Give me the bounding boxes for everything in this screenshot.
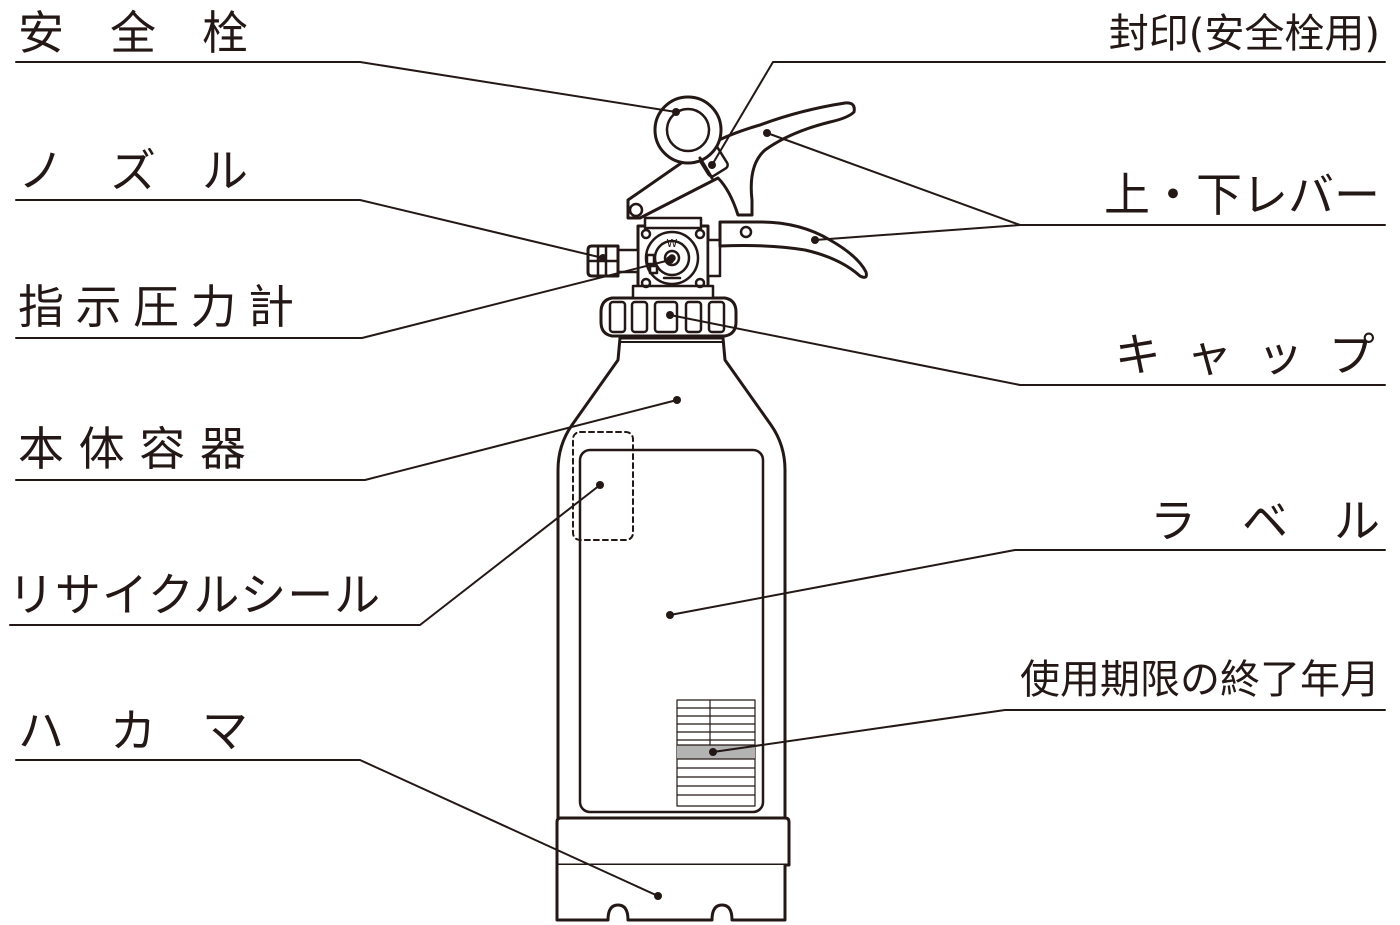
leader-label [669,549,1386,616]
upper-lever [626,101,856,220]
label-cap: キャップ [1114,328,1400,382]
leader-body [15,399,678,481]
label-nozzle: ノ ズ ル [18,144,248,198]
label-label: ラ ベ ル [1150,494,1380,548]
leader-recycle [9,484,601,626]
gauge-mark: W [667,237,678,250]
label-hakama: ハ カ マ [18,704,248,758]
recycle-seal-outline [572,431,634,541]
leader-lever-lower [814,224,1021,241]
lower-lever [718,220,868,279]
nozzle-part [586,244,640,278]
label-recycle-seal: リサイクルシール [8,568,382,622]
label-panel [578,448,765,814]
leader-anzen-sen [15,61,677,113]
leader-cap [669,314,1386,386]
hakama-part [555,816,791,922]
leader-expiry [712,709,1386,753]
label-expiry: 使用期限の終了年月 [1020,657,1380,703]
leader-nozzle [15,199,604,259]
leader-dots [596,108,819,900]
leader-gauge [15,259,671,339]
label-lever: 上・下レバー [1104,168,1380,222]
label-pressure-gauge: 指示圧力計 [18,280,306,334]
leader-fuuin [711,61,1386,166]
label-fuuin: 封印(安全栓用) [1108,11,1380,57]
leader-hakama [15,759,659,897]
label-body-container: 本 体 容 器 [18,422,246,476]
safety-pin-ring [653,95,723,180]
label-anzen-sen: 安 全 栓 [18,6,248,60]
body-container [556,336,787,820]
